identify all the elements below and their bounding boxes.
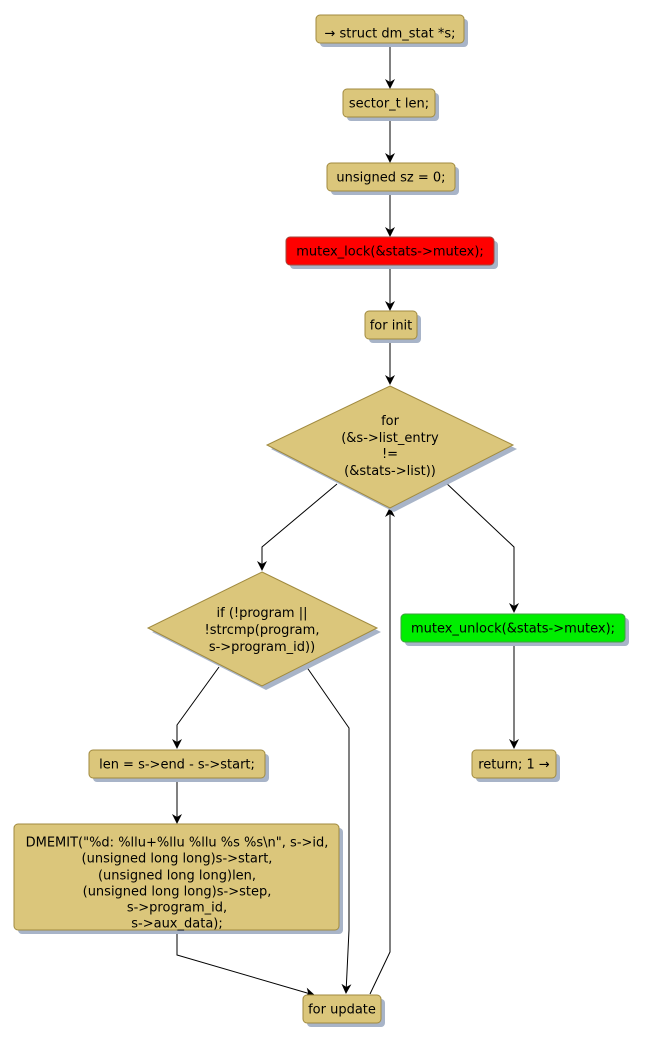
node-dmemit-line-6: s->aux_data); [131, 917, 223, 932]
node-mutex-unlock-label: mutex_unlock(&stats->mutex); [411, 622, 615, 637]
edge-for-cond-to-unlock [443, 480, 519, 613]
node-dmemit-line-4: (unsigned long long)s->step, [83, 885, 272, 900]
node-len-assign-label: len = s->end - s->start; [99, 758, 255, 773]
node-len-assign: len = s->end - s->start; [88, 749, 269, 782]
edge-for-update-to-for-cond [369, 507, 395, 995]
node-decl-len-label: sector_t len; [349, 97, 429, 112]
node-start-label: → struct dm_stat *s; [325, 27, 456, 42]
edge-for-cond-to-if-cond [257, 483, 338, 571]
node-for-condition-line-4: (&stats->list)) [344, 464, 436, 479]
node-for-update-label: for update [308, 1003, 376, 1018]
node-return-label: return; 1 → [478, 758, 550, 773]
node-if-condition-line-1: if (!program || [217, 606, 308, 621]
node-for-init: for init [364, 310, 421, 343]
node-decl-len: sector_t len; [342, 88, 439, 121]
node-start: → struct dm_stat *s; [315, 14, 468, 47]
node-dmemit-line-3: (unsigned long long)len, [98, 869, 256, 884]
node-mutex-lock-label: mutex_lock(&stats->mutex); [296, 245, 484, 260]
node-for-condition-line-2: (&s->list_entry [341, 431, 439, 446]
edge-if-cond-to-for-update [305, 665, 352, 994]
node-dmemit-line-5: s->program_id, [127, 901, 227, 916]
edges [172, 45, 519, 998]
node-if-condition: if (!program || !strcmp(program, s->prog… [146, 571, 381, 690]
node-dmemit: DMEMIT("%d: %llu+%llu %llu %s %s\n", s->… [13, 823, 343, 934]
node-for-update: for update [302, 994, 385, 1027]
node-for-init-label: for init [370, 319, 413, 334]
edge-if-cond-to-len-assign [172, 666, 220, 749]
node-return: return; 1 → [471, 749, 560, 782]
node-dmemit-line-2: (unsigned long long)s->start, [82, 852, 273, 867]
node-decl-sz-label: unsigned sz = 0; [336, 171, 445, 186]
node-mutex-lock: mutex_lock(&stats->mutex); [285, 236, 498, 269]
node-if-condition-line-2: !strcmp(program, [205, 623, 320, 638]
node-for-condition-line-3: != [382, 447, 398, 462]
node-dmemit-line-1: DMEMIT("%d: %llu+%llu %llu %s %s\n", s->… [26, 836, 329, 851]
node-for-condition-line-1: for [381, 414, 400, 429]
node-mutex-unlock: mutex_unlock(&stats->mutex); [400, 613, 629, 646]
node-for-condition: for (&s->list_entry != (&stats->list)) [265, 385, 517, 512]
node-if-condition-line-3: s->program_id)) [209, 640, 315, 655]
node-decl-sz: unsigned sz = 0; [326, 162, 459, 195]
edge-dmemit-to-for-update [176, 932, 315, 998]
